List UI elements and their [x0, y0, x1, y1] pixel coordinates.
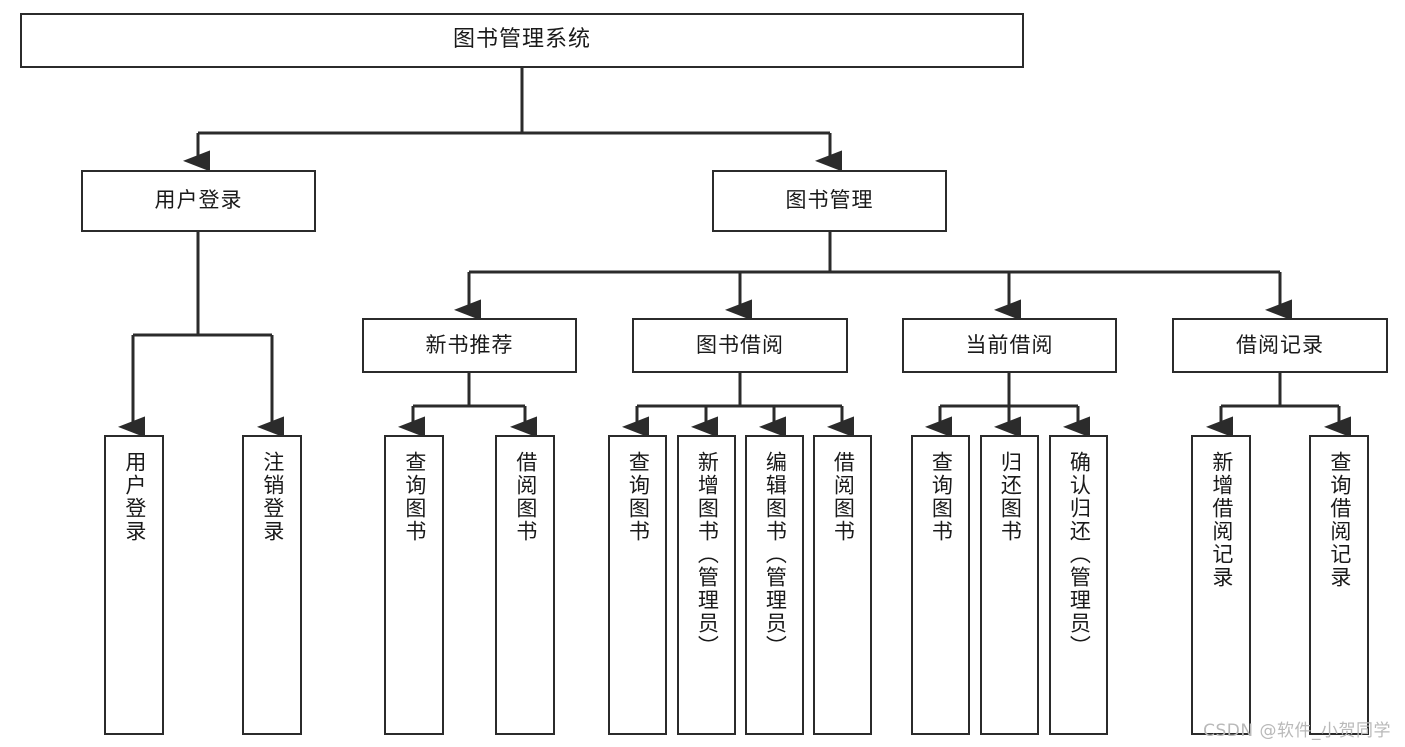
- node-leaf-user-login[interactable]: 用户登录: [104, 435, 164, 735]
- node-new-book-rec[interactable]: 新书推荐: [362, 318, 577, 373]
- watermark: CSDN @软件_小贺同学: [1203, 721, 1391, 741]
- node-leaf-confirm-return[interactable]: 确认归还（管理员）: [1049, 435, 1108, 735]
- node-label: 图书借阅: [696, 332, 784, 357]
- node-label: 借阅图书: [831, 451, 856, 543]
- node-leaf-query-record[interactable]: 查询借阅记录: [1309, 435, 1369, 735]
- node-label: 新增图书（管理员）: [695, 451, 720, 658]
- node-label: 图书管理系统: [452, 27, 591, 53]
- node-leaf-query-book-1[interactable]: 查询图书: [384, 435, 444, 735]
- node-leaf-add-book[interactable]: 新增图书（管理员）: [677, 435, 736, 735]
- node-leaf-query-book-2[interactable]: 查询图书: [608, 435, 667, 735]
- node-user-login[interactable]: 用户登录: [81, 170, 316, 232]
- node-label: 借阅图书: [513, 451, 538, 543]
- node-leaf-edit-book[interactable]: 编辑图书（管理员）: [745, 435, 804, 735]
- node-borrow-record[interactable]: 借阅记录: [1172, 318, 1388, 373]
- node-label: 编辑图书（管理员）: [763, 451, 788, 658]
- node-label: 确认归还（管理员）: [1067, 451, 1092, 658]
- node-current-borrow[interactable]: 当前借阅: [902, 318, 1117, 373]
- node-leaf-borrow-book-2[interactable]: 借阅图书: [813, 435, 872, 735]
- node-label: 查询图书: [626, 451, 651, 543]
- node-label: 当前借阅: [965, 332, 1054, 357]
- node-root-book-management-system[interactable]: 图书管理系统: [20, 13, 1024, 68]
- node-leaf-query-book-3[interactable]: 查询图书: [911, 435, 970, 735]
- node-leaf-add-record[interactable]: 新增借阅记录: [1191, 435, 1251, 735]
- node-label: 图书管理: [785, 188, 874, 213]
- node-label: 新书推荐: [425, 332, 514, 357]
- node-book-borrow[interactable]: 图书借阅: [632, 318, 848, 373]
- node-label: 查询图书: [402, 451, 427, 543]
- node-leaf-return-book[interactable]: 归还图书: [980, 435, 1039, 735]
- node-label: 新增借阅记录: [1209, 451, 1234, 589]
- node-label: 用户登录: [154, 188, 243, 213]
- node-leaf-user-logout[interactable]: 注销登录: [242, 435, 302, 735]
- node-label: 查询图书: [929, 451, 954, 543]
- node-label: 借阅记录: [1236, 332, 1324, 357]
- node-label: 归还图书: [998, 451, 1023, 543]
- node-leaf-borrow-book-1[interactable]: 借阅图书: [495, 435, 555, 735]
- node-label: 注销登录: [260, 451, 285, 543]
- node-label: 查询借阅记录: [1327, 451, 1352, 589]
- node-label: 用户登录: [122, 451, 147, 543]
- node-book-manage[interactable]: 图书管理: [712, 170, 947, 232]
